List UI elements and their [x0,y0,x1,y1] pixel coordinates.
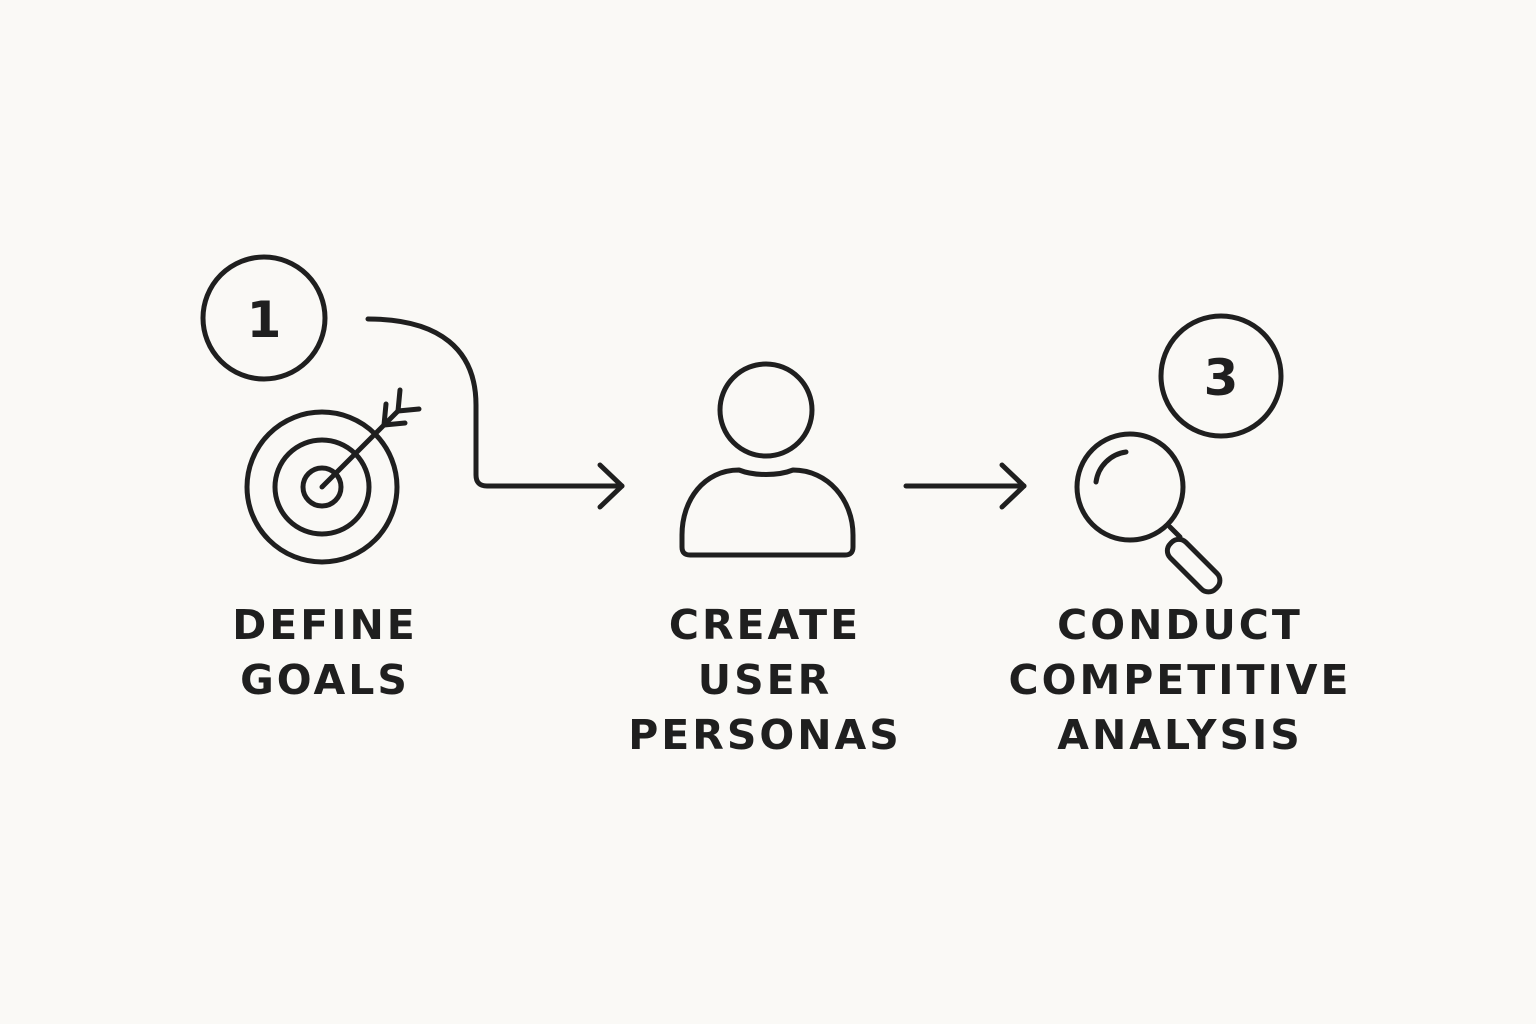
target-icon [244,387,422,565]
connector-arrow-2-to-3 [903,462,1027,510]
step-1-number: 1 [247,291,282,349]
step-1-label: DEFINE GOALS [200,598,450,708]
step-3-badge: 3 [1158,313,1284,439]
step-2-label-line-1: CREATE [668,601,862,649]
step-3-label-line-3: ANALYSIS [1057,711,1303,759]
step-3-label-line-1: CONDUCT [1057,601,1303,649]
step-3-number: 3 [1204,349,1239,407]
step-2-label-line-2: USER [697,656,833,704]
connector-arrow-1-to-2 [365,316,625,510]
step-1-label-line-1: DEFINE [232,601,418,649]
user-icon [679,361,856,558]
step-1-badge: 1 [200,254,328,382]
step-2-label: CREATE USER PERSONAS [595,598,935,763]
step-3-label-line-2: COMPETITIVE [1008,656,1352,704]
step-3-label: CONDUCT COMPETITIVE ANALYSIS [990,598,1370,763]
step-1-label-line-2: GOALS [240,656,410,704]
step-2-label-line-3: PERSONAS [628,711,902,759]
magnifying-glass-icon [1074,431,1223,595]
